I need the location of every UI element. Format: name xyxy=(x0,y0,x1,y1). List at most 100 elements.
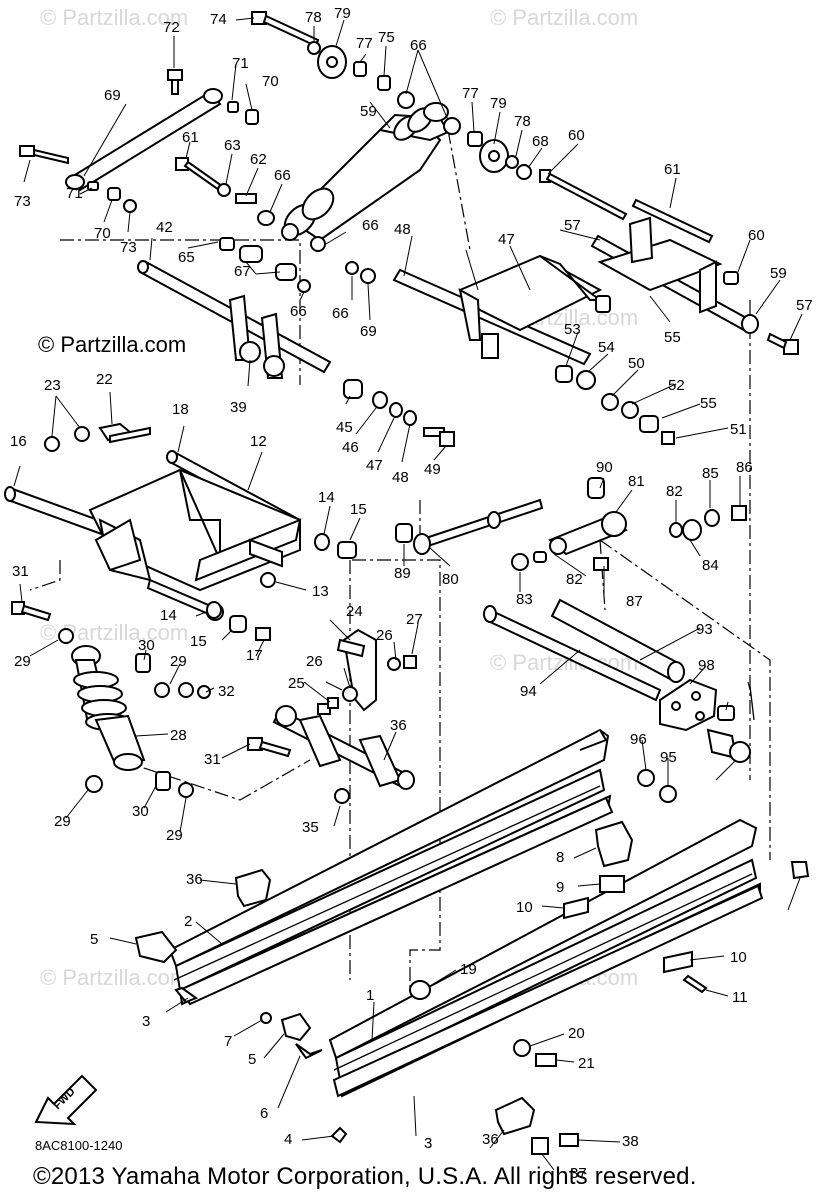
callout-label: 70 xyxy=(94,225,111,242)
callout-label: 37 xyxy=(570,1165,587,1182)
bolt-62 xyxy=(175,157,275,226)
callout-label: 60 xyxy=(748,227,765,244)
callout-label: 67 xyxy=(234,263,251,280)
rail-accessories xyxy=(134,820,810,1155)
callout-label: 77 xyxy=(356,35,373,52)
callout-label: 31 xyxy=(12,563,29,580)
callout-label: 14 xyxy=(160,607,177,624)
callout-label: 47 xyxy=(498,231,515,248)
callout-label: 24 xyxy=(346,603,363,620)
callout-label: 4 xyxy=(284,1131,292,1148)
leader-lines xyxy=(13,17,803,1171)
callout-label: 71 xyxy=(66,185,83,202)
callout-label: 36 xyxy=(186,871,203,888)
callout-label: 47 xyxy=(366,457,383,474)
callout-label: 72 xyxy=(163,19,180,36)
callout-label: 66 xyxy=(410,37,427,54)
callout-label: 59 xyxy=(770,265,787,282)
callout-label: 79 xyxy=(334,5,351,22)
front-shock-28 xyxy=(11,601,292,798)
watermark: © Partzilla.com xyxy=(40,965,188,990)
callout-label: 48 xyxy=(394,221,411,238)
callout-label: 39 xyxy=(230,399,247,416)
callout-label: 3 xyxy=(142,1013,150,1030)
callout-label: 8 xyxy=(556,849,564,866)
callout-label: 18 xyxy=(172,401,189,418)
arm-34 xyxy=(272,628,417,804)
callout-label: 20 xyxy=(568,1025,585,1042)
callout-label: 66 xyxy=(362,217,379,234)
callout-label: 21 xyxy=(578,1055,595,1072)
callout-label: 5 xyxy=(248,1051,256,1068)
callout-label: 28 xyxy=(170,727,187,744)
callout-label: 35 xyxy=(302,819,319,836)
callout-label: 61 xyxy=(664,161,681,178)
callout-label: 86 xyxy=(736,459,753,476)
callout-label: 69 xyxy=(360,323,377,340)
callout-label: 53 xyxy=(564,321,581,338)
callout-label: 75 xyxy=(378,29,395,46)
callout-label: 71 xyxy=(232,55,249,72)
callout-label: 66 xyxy=(274,167,291,184)
callout-label: 9 xyxy=(556,879,564,896)
callout-label: 22 xyxy=(96,371,113,388)
callout-label: 46 xyxy=(342,439,359,456)
callout-label: 69 xyxy=(104,87,121,104)
callout-label: 32 xyxy=(218,683,235,700)
callout-label: 6 xyxy=(260,1105,268,1122)
callout-label: 25 xyxy=(288,675,305,692)
callout-label: 82 xyxy=(666,483,683,500)
callout-label: 87 xyxy=(626,593,643,610)
bolt-72 xyxy=(167,69,183,95)
callout-label: 16 xyxy=(10,433,27,450)
watermark: © Partzilla.com xyxy=(40,5,188,30)
callout-label: 63 xyxy=(224,137,241,154)
callout-label: 17 xyxy=(246,647,263,664)
runner-3-right xyxy=(332,884,764,1098)
callout-label: 79 xyxy=(490,95,507,112)
callout-label: 12 xyxy=(250,433,267,450)
callout-label: 48 xyxy=(392,469,409,486)
callout-label: 83 xyxy=(516,591,533,608)
fwd-arrow-icon: FWD xyxy=(34,1074,98,1126)
callout-label: 7 xyxy=(224,1033,232,1050)
shaft-94-95 xyxy=(483,598,685,702)
callout-label: 61 xyxy=(182,129,199,146)
nuts-23 xyxy=(44,426,90,452)
bolt-73 xyxy=(19,145,69,165)
axle-80 xyxy=(395,477,747,571)
callout-label: 59 xyxy=(360,103,377,120)
callout-label: 90 xyxy=(596,459,613,476)
watermark-main: © Partzilla.com xyxy=(38,332,186,357)
copyright-notice: ©2013 Yamaha Motor Corporation, U.S.A. A… xyxy=(33,1163,697,1190)
callout-label: 89 xyxy=(394,565,411,582)
callout-label: 49 xyxy=(424,461,441,478)
callout-label: 23 xyxy=(44,377,61,394)
callout-label: 57 xyxy=(796,297,813,314)
callout-label: 38 xyxy=(622,1133,639,1150)
callout-label: 77 xyxy=(462,85,479,102)
callout-label: 65 xyxy=(178,249,195,266)
link-arm-69 xyxy=(65,88,223,192)
callout-label: 66 xyxy=(290,303,307,320)
callout-label: 2 xyxy=(184,913,192,930)
shaft-59-60 xyxy=(539,169,714,244)
callout-label: 84 xyxy=(702,557,719,574)
callout-label: 29 xyxy=(170,653,187,670)
callout-label: 55 xyxy=(700,395,717,412)
callout-label: 30 xyxy=(132,803,149,820)
rear-arm-46 xyxy=(392,254,675,445)
callout-label: 70 xyxy=(262,73,279,90)
callout-label: 52 xyxy=(668,377,685,394)
callout-label: 80 xyxy=(442,571,459,588)
callout-label: 26 xyxy=(306,653,323,670)
callout-label: 10 xyxy=(730,949,747,966)
callout-label: 81 xyxy=(628,473,645,490)
callout-label: 68 xyxy=(532,133,549,150)
callout-label: 13 xyxy=(312,583,329,600)
callout-label: 14 xyxy=(318,489,335,506)
callout-label: 82 xyxy=(566,571,583,588)
callout-label: 45 xyxy=(336,419,353,436)
callout-label: 78 xyxy=(305,9,322,26)
